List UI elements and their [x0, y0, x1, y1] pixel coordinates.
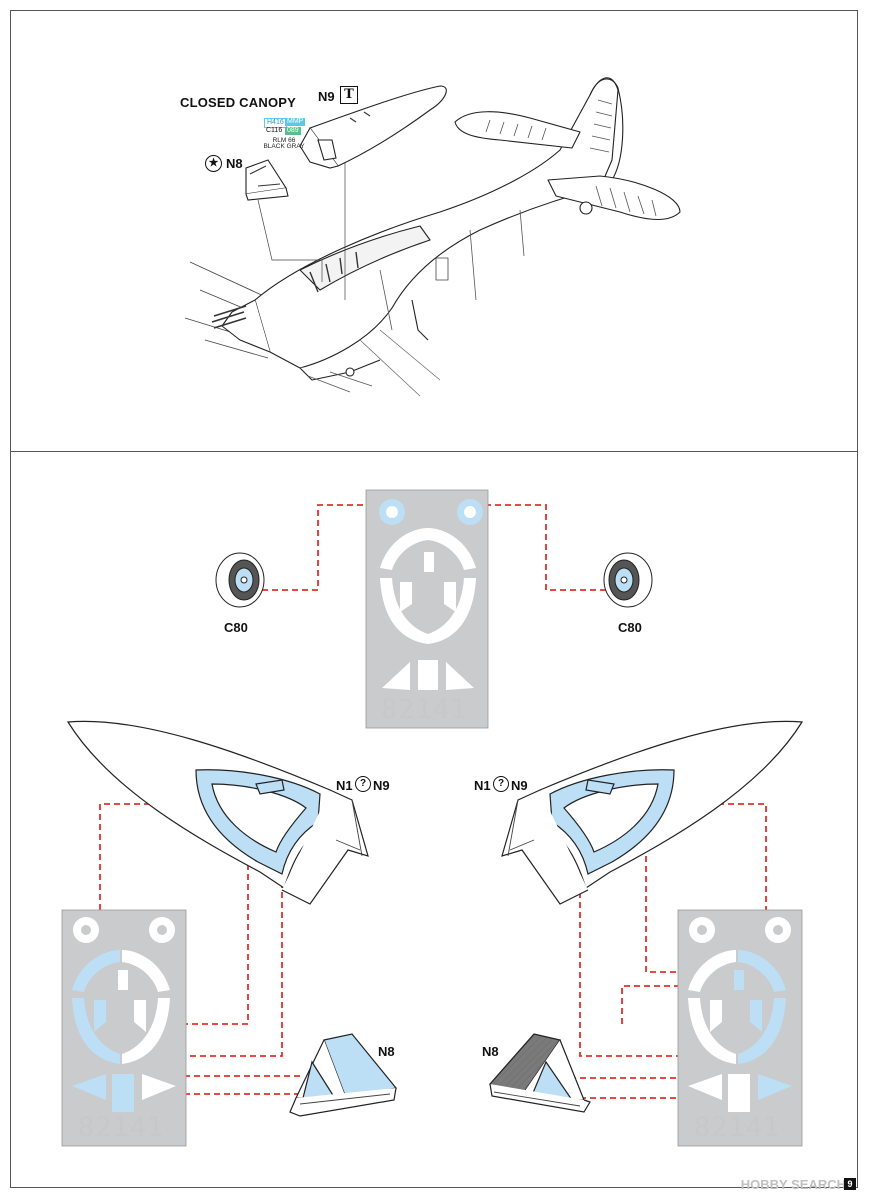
windscreen-right-label: N8: [482, 1044, 499, 1059]
panel-divider: [10, 451, 858, 452]
top-leader-lines: [257, 160, 346, 300]
aircraft-drawing: [184, 77, 681, 397]
canopy-left-ref-a: N1: [336, 778, 353, 793]
mask-sheet-top: [365, 489, 489, 729]
canopy-right-ref-b: N9: [511, 778, 528, 793]
canopy-part-n9: [299, 85, 447, 169]
canopy-left: [66, 720, 369, 905]
windscreen-right: [489, 1033, 591, 1113]
windscreen-left: [289, 1033, 398, 1117]
n9-ref-label: N9: [318, 89, 335, 104]
paint-code-089: 089: [285, 127, 301, 135]
watermark-text: HOBBY SEARCH: [740, 1177, 846, 1192]
paint-name-rlm: RLM 66: [272, 137, 296, 144]
paint-code-mmp: MMP: [285, 118, 306, 126]
n8-ref-label-top: N8: [226, 156, 243, 171]
page-number: 9: [844, 1178, 856, 1190]
sheet-number-top: 82141: [381, 694, 468, 725]
wheel-left-label: C80: [224, 620, 248, 635]
canopy-left-ref-b: N9: [373, 778, 390, 793]
mask-sheet-left: [61, 909, 187, 1147]
instruction-frame: [10, 10, 858, 1188]
closed-canopy-title: CLOSED CANOPY: [180, 95, 297, 110]
mask-sheet-right: [677, 909, 803, 1147]
symbol-t-icon: T: [340, 86, 358, 104]
wheel-left: [215, 552, 265, 608]
sheet-number-right: 82141: [694, 1112, 781, 1143]
question-icon-left: ?: [355, 776, 371, 792]
windscreen-left-label: N8: [378, 1044, 395, 1059]
wheel-right-label: C80: [618, 620, 642, 635]
canopy-right: [501, 720, 804, 905]
canopy-right-ref-a: N1: [474, 778, 491, 793]
paint-code-c116: C116: [266, 127, 283, 134]
question-icon-right: ?: [493, 776, 509, 792]
sheet-number-left: 82141: [78, 1112, 165, 1143]
windscreen-part-n8-top: [245, 159, 289, 201]
wheel-right: [603, 552, 653, 608]
paint-name-color: BLACK GRAY: [263, 143, 305, 150]
star-cut-icon: ★: [205, 155, 222, 172]
